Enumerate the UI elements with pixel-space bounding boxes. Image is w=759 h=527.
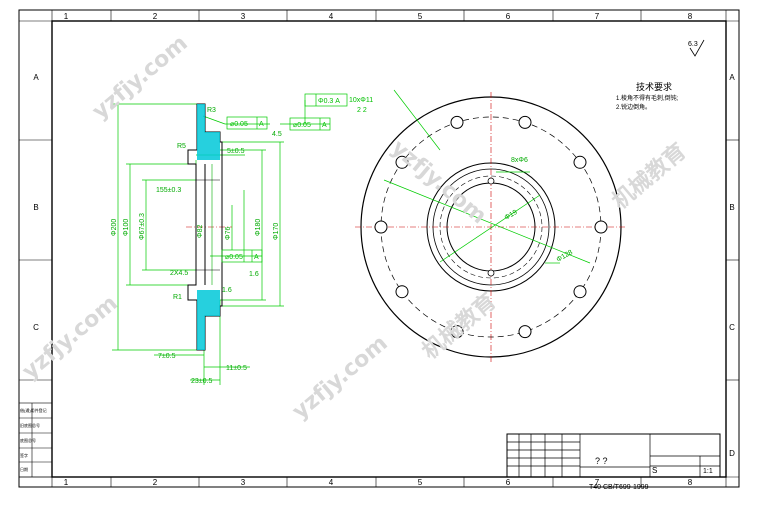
- svg-text:⌀0.05: ⌀0.05: [225, 254, 243, 261]
- left-stamp-table: [18, 402, 53, 478]
- svg-text:Φ0.3 A: Φ0.3 A: [318, 98, 340, 105]
- bolt-hole: [450, 115, 464, 129]
- dim-r1: R1: [173, 294, 182, 301]
- stamp-row-3: 底图总号: [20, 437, 36, 443]
- grid-col-3: 3: [241, 12, 246, 21]
- grid-row-b: B: [33, 203, 38, 212]
- dim-r45: 4.5: [272, 131, 282, 138]
- bolt-hole: [395, 285, 409, 299]
- title-scale: 1:1: [703, 468, 713, 475]
- svg-text:A: A: [259, 121, 264, 128]
- hub-pin-bottom: [487, 269, 495, 277]
- grid-col-8-bottom: 8: [688, 478, 693, 487]
- svg-text:yzfjy.com: yzfjy.com: [288, 331, 393, 425]
- gdt-frame-2: ⌀0.05 A: [289, 117, 331, 131]
- grid-col-1-bottom: 1: [64, 478, 69, 487]
- dim-180: Φ180: [255, 219, 262, 236]
- grid-col-2: 2: [153, 12, 158, 21]
- grid-col-7-bottom: 7: [595, 478, 600, 487]
- gdt-frame-3: ⌀0.05 A: [221, 249, 263, 263]
- dim-r5: R5: [177, 143, 186, 150]
- front-view: 8xΦ6 Φ19 Φ128: [355, 89, 627, 362]
- dim-170: Φ170: [273, 223, 280, 240]
- bolt-hole: [395, 155, 409, 169]
- bolt-hole: [518, 115, 532, 129]
- svg-text:10xΦ11: 10xΦ11: [349, 97, 373, 104]
- grid-col-3-bottom: 3: [241, 478, 246, 487]
- title-sheet: S: [652, 466, 657, 475]
- bolt-hole: [573, 285, 587, 299]
- bolt-hole: [573, 155, 587, 169]
- dim-t23: 23±0.5: [191, 378, 212, 385]
- tech-req-item-2: 2.锐边倒角。: [616, 103, 651, 111]
- svg-text:A: A: [322, 122, 327, 129]
- svg-text:A: A: [254, 254, 259, 261]
- dim-ra2: 1.6: [222, 287, 232, 294]
- svg-text:⌀0.05: ⌀0.05: [293, 122, 311, 129]
- grid-row-d-right: D: [729, 449, 735, 458]
- svg-text:2 2: 2 2: [357, 107, 367, 114]
- stamp-row-5: 日期: [20, 466, 28, 472]
- stamp-row-2: 旧底图总号: [20, 422, 40, 428]
- svg-text:yzfjy.com: yzfjy.com: [18, 291, 123, 385]
- grid-col-2-bottom: 2: [153, 478, 158, 487]
- svg-text:⌀0.05: ⌀0.05: [230, 121, 248, 128]
- grid-row-c-right: C: [729, 323, 735, 332]
- tech-req-title: 技术要求: [636, 81, 672, 92]
- grid-row-a: A: [33, 73, 39, 82]
- label-slot: 8xΦ6: [511, 157, 528, 164]
- grid-row-c: C: [33, 323, 39, 332]
- grid-col-6: 6: [506, 12, 511, 21]
- watermarks: yzfjy.com yzfjy.com yzfjy.com yzfjy.com …: [18, 31, 691, 425]
- dim-100: Φ100: [123, 219, 130, 236]
- grid-column-labels: 1 2 3 4 5 6 7 8 1 2 3 4 5 6 7 8: [64, 12, 693, 487]
- dim-cham: 2X4.5: [170, 270, 188, 277]
- dim-t5: 5±0.5: [227, 148, 245, 155]
- title-material: T40 CB/T699-1999: [589, 484, 649, 491]
- grid-row-b-right: B: [729, 203, 734, 212]
- tech-req-item-1: 1.棱角不得有毛刺,倒钝;: [616, 94, 679, 102]
- tech-requirements: 技术要求 1.棱角不得有毛刺,倒钝; 2.锐边倒角。: [616, 81, 679, 111]
- dim-155: 155±0.3: [156, 187, 181, 194]
- dim-t11: 11±0.5: [226, 365, 247, 372]
- svg-text:yzfjy.com: yzfjy.com: [88, 31, 193, 125]
- grid-row-a-right: A: [729, 73, 735, 82]
- dim-67: Φ67±0.3: [139, 213, 146, 240]
- stamp-row-4: 签字: [20, 452, 28, 458]
- svg-text:机械教育: 机械教育: [607, 138, 691, 214]
- hole-position-frame: Φ0.3 A 10xΦ11 2 2: [304, 93, 373, 114]
- dim-76: Φ76: [225, 227, 232, 240]
- section-view: ⌀0.05 A ⌀0.05 A ⌀0.05 A Φ0.3 A 10xΦ11 2 …: [111, 93, 373, 385]
- label-bolt: Φ128: [556, 249, 575, 264]
- dim-200: Φ200: [111, 219, 118, 236]
- grid-col-4-bottom: 4: [329, 478, 334, 487]
- grid-col-5-bottom: 5: [418, 478, 423, 487]
- bolt-hole: [594, 220, 608, 234]
- title-block: [506, 433, 721, 478]
- title-part-name: ? ?: [595, 456, 608, 466]
- bolt-hole: [518, 325, 532, 339]
- dim-r3: R3: [207, 107, 216, 114]
- bolt-holes: [374, 115, 608, 339]
- dim-82: Φ82: [197, 225, 204, 238]
- surface-finish-symbol: 6.3: [688, 39, 705, 57]
- grid-col-7: 7: [595, 12, 600, 21]
- dim-t7: 7±0.5: [158, 353, 176, 360]
- grid-col-5: 5: [418, 12, 423, 21]
- svg-text:yzfjy.com: yzfjy.com: [386, 135, 491, 229]
- bolt-hole: [374, 220, 388, 234]
- bolt-hole: [450, 325, 464, 339]
- hub-pin-top: [487, 177, 495, 185]
- grid-row-labels: A B C A B C D: [33, 73, 735, 458]
- dim-ra: 1.6: [249, 271, 259, 278]
- gdt-frame-1: ⌀0.05 A: [226, 116, 268, 130]
- grid-col-1: 1: [64, 12, 69, 21]
- grid-col-6-bottom: 6: [506, 478, 511, 487]
- svg-text:6.3: 6.3: [688, 41, 698, 48]
- grid-col-4: 4: [329, 12, 334, 21]
- stamp-row-1: 借(通)用件登记: [20, 407, 47, 413]
- grid-col-8: 8: [688, 12, 693, 21]
